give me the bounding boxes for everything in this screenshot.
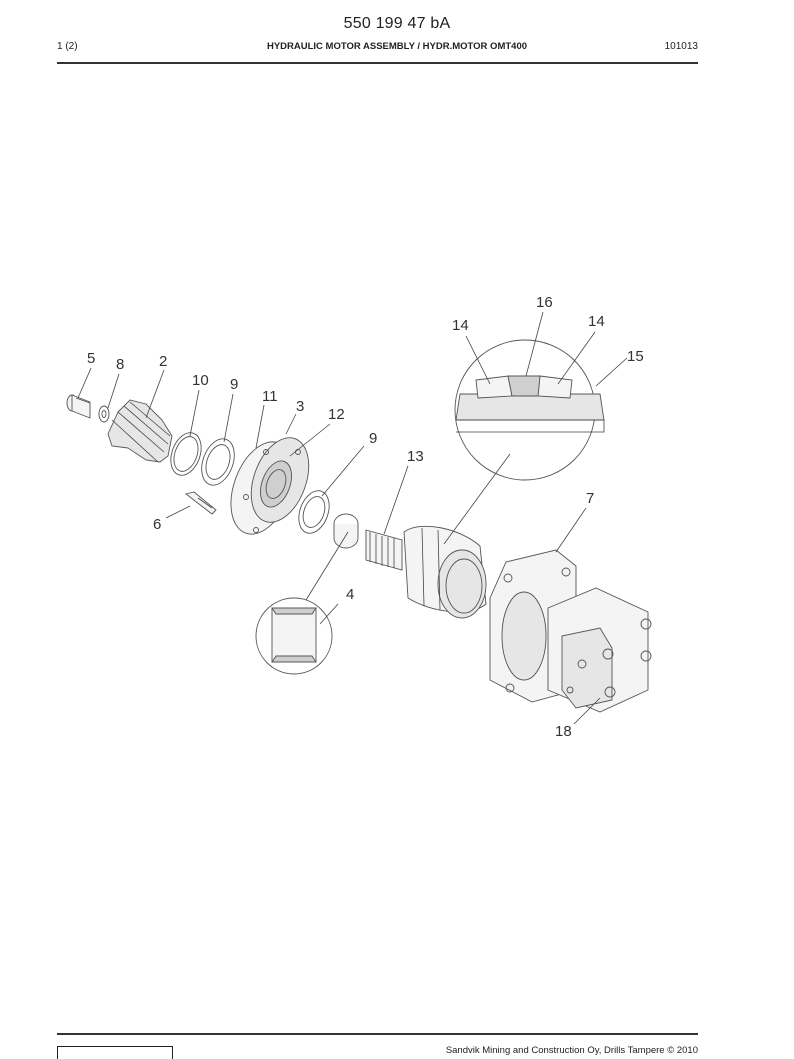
- callout-9b: 9: [369, 430, 377, 447]
- callout-10: 10: [192, 372, 209, 389]
- callout-14a: 14: [452, 317, 469, 334]
- document-number: 550 199 47 bA: [343, 15, 451, 32]
- part-3-flange-housing: [230, 437, 310, 535]
- part-10-retaining-ring: [170, 432, 202, 476]
- leader-lines: [77, 311, 628, 725]
- part-6-screw: [184, 491, 217, 515]
- page-title: HYDRAULIC MOTOR ASSEMBLY / HYDR.MOTOR OM…: [266, 41, 528, 52]
- callout-3: 3: [296, 398, 304, 415]
- callout-6: 6: [153, 516, 161, 533]
- callout-11: 11: [262, 388, 278, 405]
- callout-8: 8: [116, 356, 124, 373]
- callout-15: 15: [627, 348, 644, 365]
- callout-2: 2: [159, 353, 167, 370]
- callout-16: 16: [536, 294, 553, 311]
- bushing-detail-view: [255, 597, 333, 675]
- callout-9a: 9: [230, 376, 238, 393]
- footer-copyright: Sandvik Mining and Construction Oy, Dril…: [445, 1045, 698, 1056]
- part-8-washer: [98, 405, 110, 423]
- part-13-hydraulic-motor: [365, 525, 487, 619]
- part-9a-seal-ring: [201, 438, 235, 486]
- part-4-bushing: [333, 513, 359, 549]
- callout-13: 13: [407, 448, 424, 465]
- part-9b-seal: [298, 490, 330, 534]
- header-rule: [57, 62, 698, 64]
- bearing-detail-view: [454, 339, 605, 481]
- callout-4: 4: [346, 586, 354, 603]
- page-indicator: 1 (2): [57, 41, 78, 52]
- callout-7: 7: [586, 490, 594, 507]
- callout-18: 18: [555, 723, 572, 740]
- callout-14b: 14: [588, 313, 605, 330]
- callout-5: 5: [87, 350, 95, 367]
- revision-code: 101013: [664, 41, 698, 52]
- callout-12: 12: [328, 406, 345, 423]
- footer-rule: [57, 1033, 698, 1035]
- part-2-gear: [107, 399, 173, 463]
- part-5-bolt: [66, 394, 91, 419]
- part-18-valve-block: [547, 587, 652, 713]
